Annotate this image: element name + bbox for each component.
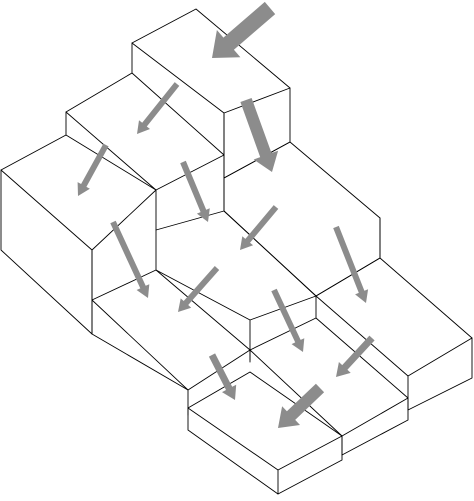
flow-direction-arrow-icon-7 — [240, 205, 279, 250]
flow-direction-arrow-icon-4 — [77, 143, 109, 196]
right-low-step — [315, 257, 473, 411]
flow-arrows — [77, 1, 375, 428]
flow-direction-arrow-icon-10 — [271, 288, 305, 352]
flow-direction-arrow-icon-6 — [110, 220, 150, 298]
flow-direction-arrow-icon-12 — [336, 335, 375, 377]
middle-bottom-step — [249, 317, 409, 456]
flow-direction-arrow-icon-11 — [208, 353, 237, 400]
terrain-blocks — [0, 8, 473, 495]
flow-direction-arrow-icon-8 — [333, 225, 369, 303]
flow-direction-arrow-icon-5 — [180, 160, 210, 222]
flow-direction-arrow-icon-13 — [278, 383, 325, 428]
flow-direction-arrow-icon-9 — [178, 266, 220, 312]
flow-direction-arrow-icon-3 — [137, 82, 180, 134]
left-front-block — [0, 134, 157, 335]
flow-direction-arrow-icon-1 — [212, 1, 276, 58]
top-block — [131, 8, 291, 156]
flow-direction-arrow-icon-2 — [240, 98, 279, 172]
